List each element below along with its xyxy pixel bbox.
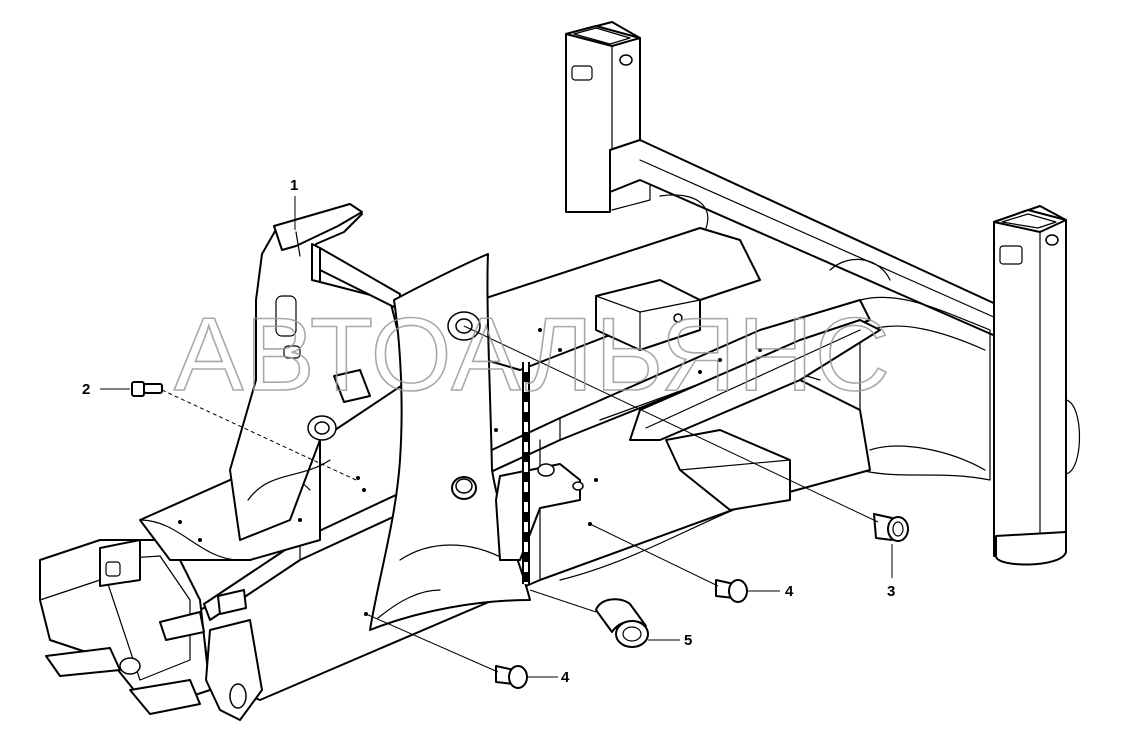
- watermark-text: АВТОАЛЬЯНС: [174, 297, 892, 413]
- rear-right-upright: [859, 205, 1080, 566]
- rear-cross-beam: [609, 139, 1001, 339]
- left-tower-plate: [229, 203, 411, 541]
- bolt-2: [131, 381, 357, 481]
- center-mounting-bracket: [333, 369, 791, 561]
- callout-5: 5: [684, 632, 692, 649]
- bolt-4-lower: [364, 612, 528, 689]
- inner-rail-platform: [479, 227, 881, 441]
- bolt-4-upper: [588, 522, 748, 603]
- callout-4-lower: 4: [561, 669, 570, 686]
- callouts: 1 2 3 4 4 5: [82, 177, 895, 686]
- rail-holes: [178, 328, 762, 542]
- callout-2: 2: [82, 381, 90, 398]
- front-bracket-assembly: [39, 539, 263, 721]
- callout-4-upper: 4: [785, 583, 794, 600]
- callout-1: 1: [290, 177, 298, 194]
- callout-3: 3: [887, 583, 895, 600]
- center-tower-plate: [369, 253, 531, 631]
- bolt-3: [463, 325, 909, 542]
- bushing-5: [529, 589, 649, 648]
- rear-left-upright: [565, 21, 651, 213]
